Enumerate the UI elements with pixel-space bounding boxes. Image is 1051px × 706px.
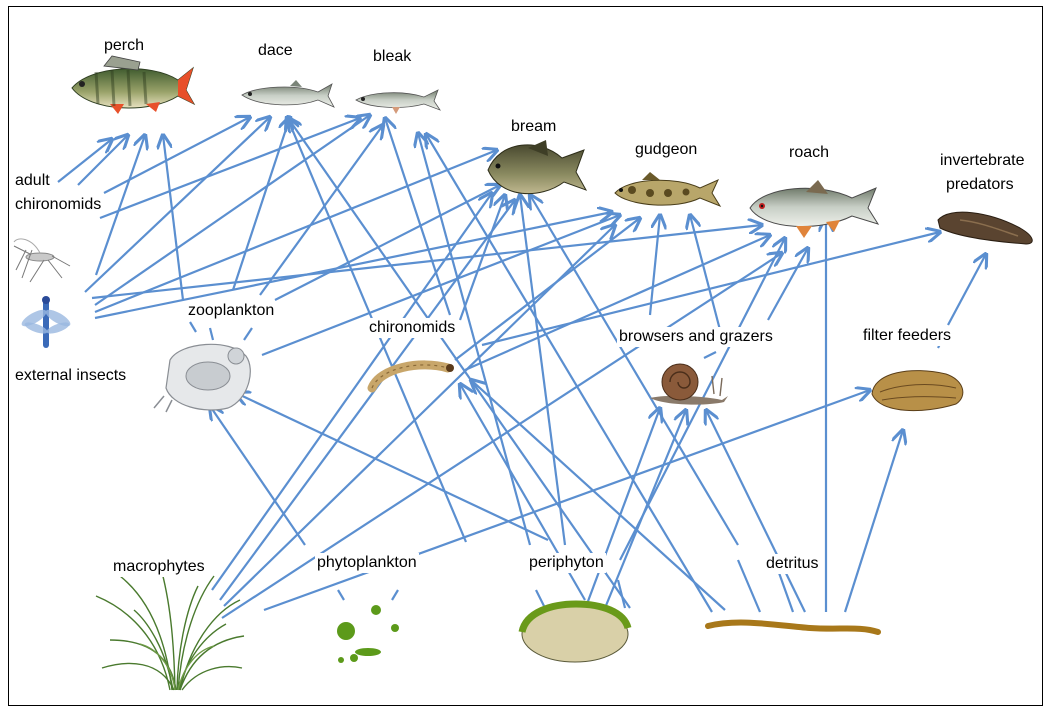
line-detritus-spray-1: [738, 560, 760, 612]
arrow-chironomids-to-roach: [465, 235, 770, 370]
arrow-external-insects-to-perch: [96, 135, 145, 275]
invertebrate-predator-image: [938, 212, 1032, 244]
arrow-filter-feeders-to-invertebrate-predators: [948, 254, 986, 325]
arrow-detritus-to-zooplankton: [236, 393, 548, 540]
arrow-browsers-to-gudgeon: [650, 215, 660, 315]
arrow-adult-chironomids-to-dace: [104, 117, 250, 193]
mussel-image: [872, 371, 963, 411]
gudgeon-image: [615, 172, 720, 206]
label-roach: roach: [789, 143, 829, 163]
macrophytes-image: [96, 565, 244, 690]
arrow-macrophytes-to-bream: [220, 200, 515, 600]
bleak-image: [356, 90, 440, 114]
line-zoo-spray-2: [210, 328, 213, 340]
label-bleak: bleak: [373, 47, 411, 67]
bream-image: [488, 140, 586, 194]
external-insect-image: [19, 296, 72, 348]
label-detritus: detritus: [764, 554, 820, 574]
label-perch: perch: [104, 36, 144, 56]
label-bream: bream: [511, 117, 556, 137]
label-phytoplankton: phytoplankton: [315, 553, 419, 573]
line-phyto-spray-2: [392, 590, 398, 600]
roach-image: [750, 180, 878, 238]
line-zoo-spray-3: [244, 328, 252, 340]
label-periphyton: periphyton: [527, 553, 606, 573]
phytoplankton-image: [337, 605, 399, 663]
detritus-image: [708, 623, 878, 632]
label-adult-chironomids-line2: chironomids: [13, 195, 103, 215]
chironomid-larva-image: [372, 364, 454, 388]
label-browsers-and-grazers: browsers and grazers: [617, 327, 775, 347]
label-external-insects: external insects: [13, 366, 128, 386]
label-zooplankton: zooplankton: [186, 301, 276, 321]
label-gudgeon: gudgeon: [635, 140, 697, 160]
arrow-macrophytes-to-roach-2: [222, 253, 782, 618]
line-phyto-spray-1: [338, 590, 344, 600]
arrow-macrophytes-to-filter-feeders: [264, 390, 870, 610]
adult-chironomid-image: [14, 239, 70, 282]
label-macrophytes: macrophytes: [111, 557, 207, 577]
arrow-detritus-to-filter-feeders: [845, 430, 903, 612]
arrow-detritus-to-dace: [288, 118, 630, 608]
line-zoo-spray-1: [190, 322, 196, 332]
dace-image: [242, 80, 334, 107]
label-invertebrate-predators-line2: predators: [946, 175, 1014, 195]
label-adult-chironomids-line1: adult: [15, 171, 50, 191]
arrow-detritus-to-browsers-3: [706, 410, 805, 612]
label-dace: dace: [258, 41, 293, 61]
periphyton-image: [522, 604, 628, 662]
line-detritus-spray-2: [778, 570, 793, 612]
perch-image: [72, 56, 194, 114]
zooplankton-image: [154, 344, 250, 412]
arrow-external-insects-to-bleak: [95, 115, 370, 305]
arrow-adult-chironomids-to-bleak: [100, 118, 360, 218]
label-filter-feeders: filter feeders: [861, 326, 953, 346]
arrow-periphyton-to-browsers: [605, 410, 686, 608]
arrow-periphyton-to-browsers-2: [584, 408, 660, 612]
label-chironomids: chironomids: [367, 318, 457, 338]
label-invertebrate-predators-line1: invertebrate: [940, 151, 1025, 171]
line-browsers-dash: [704, 352, 716, 358]
line-periphyton-spray-2: [536, 590, 545, 608]
arrow-periphyton-to-bleak: [418, 133, 530, 545]
